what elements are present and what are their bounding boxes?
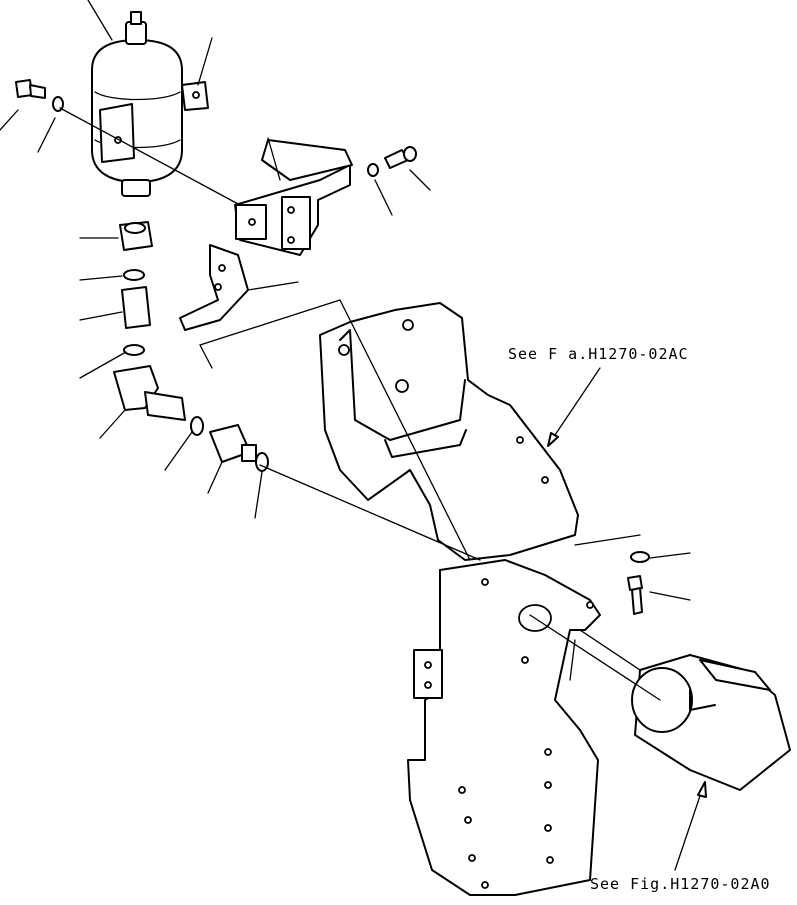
connector [209, 424, 257, 463]
bolt-right-lower [627, 551, 650, 615]
adapter [121, 286, 151, 329]
elbow-fitting [113, 365, 186, 421]
assembly-lines [0, 0, 707, 871]
o-ring-2 [123, 344, 145, 356]
seat-bracket-upper [319, 302, 579, 561]
o-ring-3 [190, 416, 204, 436]
fitting-switch [119, 221, 153, 251]
reference-label-upper: See F a.H1270-02AC [508, 345, 689, 363]
reference-label-lower: See Fig.H1270-02A0 [590, 875, 771, 893]
o-ring-1 [123, 269, 145, 281]
valve-assembly [631, 654, 791, 791]
bolt-left [15, 79, 64, 112]
accumulator [91, 11, 209, 197]
mounting-bracket [234, 139, 353, 256]
lower-plate [407, 559, 601, 896]
bolt-right-top [367, 146, 417, 177]
hook-bracket [179, 244, 249, 331]
